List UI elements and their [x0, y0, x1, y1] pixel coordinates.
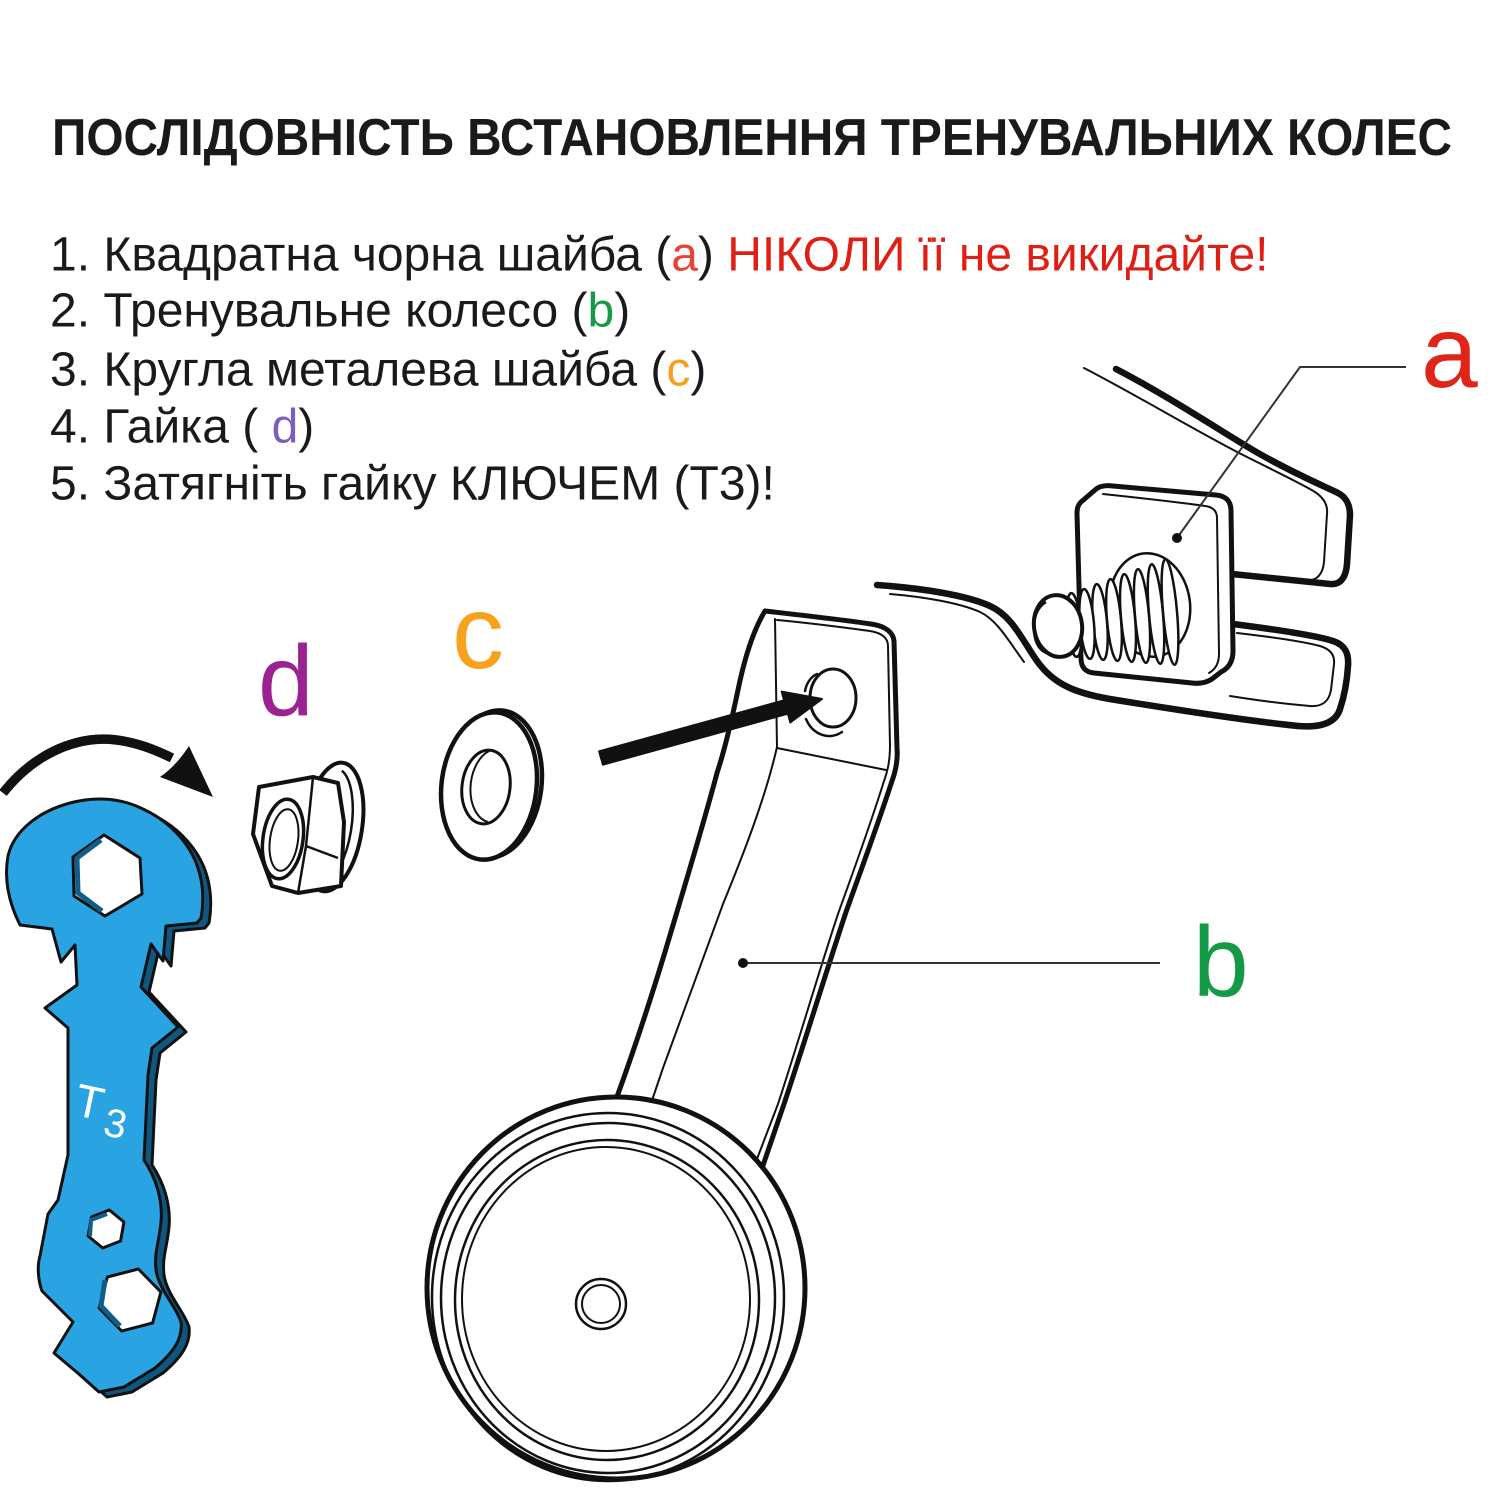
- svg-text:3. Кругла металева шайба (c): 3. Кругла металева шайба (c): [50, 344, 706, 397]
- svg-text:b: b: [1193, 906, 1249, 1018]
- svg-text:c: c: [452, 575, 504, 691]
- svg-text:ПОСЛІДОВНІСТЬ ВСТАНОВЛЕННЯ ТРЕ: ПОСЛІДОВНІСТЬ ВСТАНОВЛЕННЯ ТРЕНУВАЛЬНИХ …: [52, 109, 1452, 167]
- svg-text:d: d: [258, 625, 314, 737]
- svg-text:2. Тренувальне колесо (b): 2. Тренувальне колесо (b): [50, 285, 630, 338]
- svg-text:1. Квадратна чорна шайба (a) Н: 1. Квадратна чорна шайба (a) НІКОЛИ її н…: [50, 229, 1268, 282]
- svg-text:a: a: [1421, 295, 1478, 409]
- svg-text:5. Затягніть гайку КЛЮЧЕМ (Т3): 5. Затягніть гайку КЛЮЧЕМ (Т3)!: [50, 458, 775, 511]
- svg-text:4. Гайка ( d): 4. Гайка ( d): [50, 401, 314, 454]
